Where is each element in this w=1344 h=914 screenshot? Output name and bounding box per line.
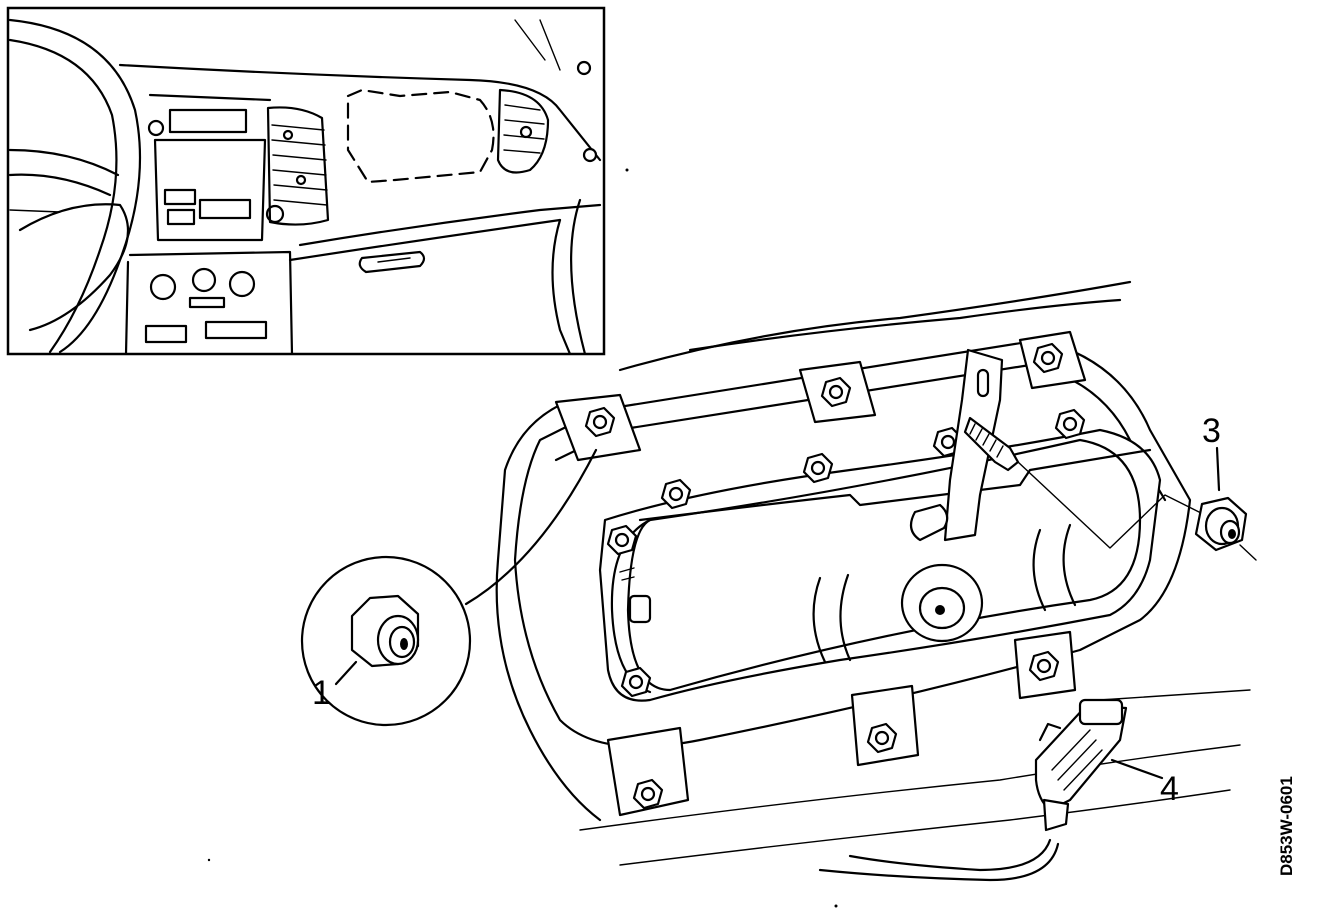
airbag-module <box>513 338 1192 748</box>
callout-3-label: 3 <box>1202 412 1221 450</box>
callout-1-label: 1 <box>312 674 331 712</box>
nut-top-mid <box>820 376 852 408</box>
nut-row2-b <box>802 452 834 484</box>
callout-3-leader <box>1215 446 1221 492</box>
figure-code: D853W-0601 <box>1277 776 1296 876</box>
callout-4-label: 4 <box>1160 770 1179 808</box>
center-console <box>124 108 294 353</box>
right-vent <box>496 88 550 174</box>
nut-top-left <box>584 406 616 438</box>
module-nuts <box>554 330 1087 817</box>
nut-3 <box>1194 496 1248 552</box>
nut-top-right <box>1032 342 1064 374</box>
nut-bottom-mid <box>866 722 898 754</box>
wiring-connector-4 <box>818 698 1128 882</box>
nut-left-lower <box>620 666 652 698</box>
center-vent <box>266 106 330 226</box>
callout-4-leader <box>1110 758 1164 780</box>
steering-wheel <box>9 18 142 353</box>
nut-row2-d <box>1054 408 1086 440</box>
nut-row2-a <box>660 478 692 510</box>
mounting-bracket <box>909 348 1004 542</box>
nut-bottom-right <box>1028 650 1060 682</box>
dashboard-overview-inset <box>6 6 606 356</box>
airbag-cover-outline <box>346 88 495 184</box>
nut-bottom-left <box>632 778 664 810</box>
inflator-canister <box>610 438 1142 694</box>
dashboard-panel <box>495 280 1251 866</box>
nut-1-detail <box>300 448 598 727</box>
threaded-stud <box>963 416 1020 472</box>
callout-1-leader <box>334 660 358 686</box>
nut-left-upper <box>606 524 638 556</box>
nut-3-guide-line <box>1017 461 1206 549</box>
glovebox-handle <box>358 250 426 274</box>
